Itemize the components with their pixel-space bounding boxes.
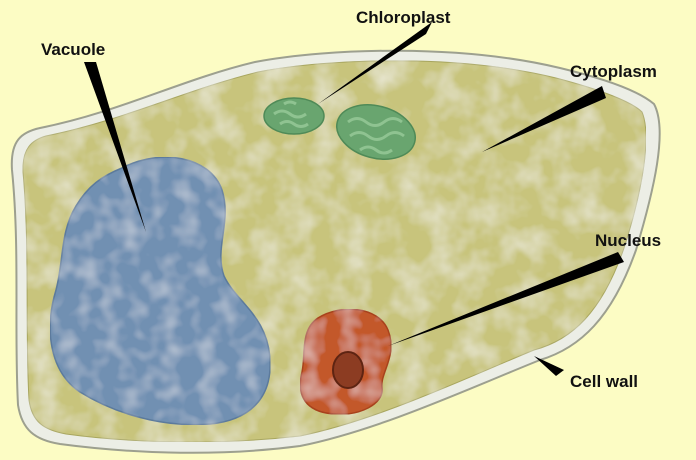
nucleolus bbox=[333, 352, 363, 388]
label-chloroplast: Chloroplast bbox=[356, 9, 450, 26]
nucleus bbox=[300, 309, 391, 414]
chloroplast-left bbox=[264, 98, 324, 134]
pointer-cell-wall bbox=[534, 356, 564, 376]
label-nucleus: Nucleus bbox=[595, 232, 661, 249]
label-vacuole: Vacuole bbox=[41, 41, 105, 58]
label-cell-wall: Cell wall bbox=[570, 373, 638, 390]
label-cytoplasm: Cytoplasm bbox=[570, 63, 657, 80]
